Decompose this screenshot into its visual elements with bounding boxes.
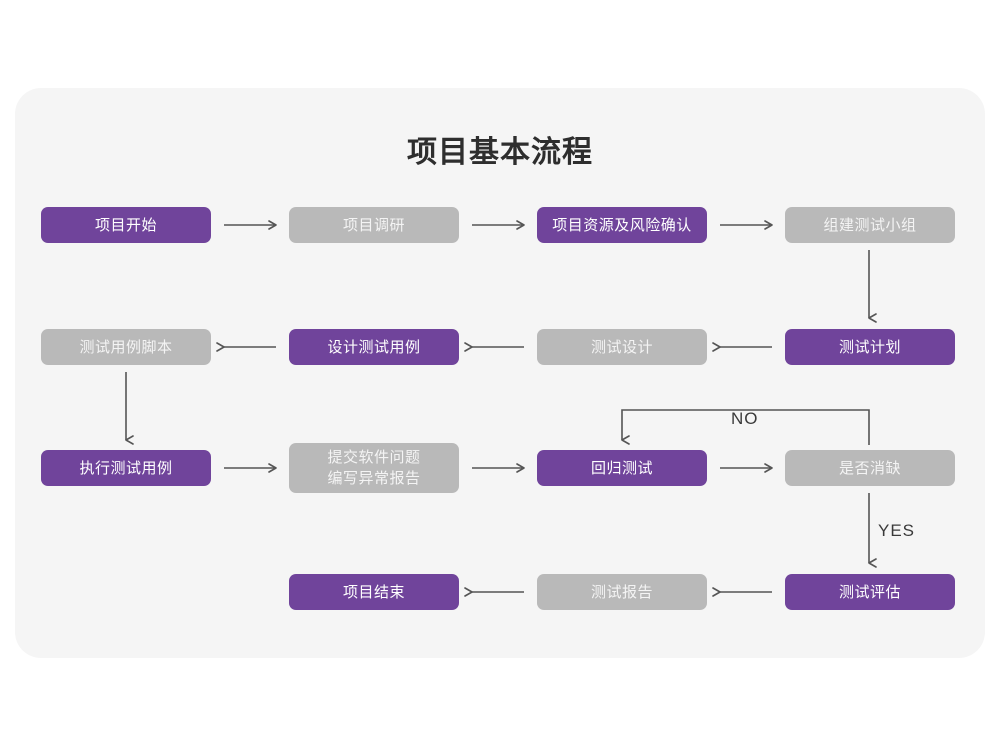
node-design-test-case[interactable]: 设计测试用例 — [289, 329, 459, 365]
node-defect-cleared[interactable]: 是否消缺 — [785, 450, 955, 486]
node-build-test-team[interactable]: 组建测试小组 — [785, 207, 955, 243]
node-resource-risk-confirm[interactable]: 项目资源及风险确认 — [537, 207, 707, 243]
content-card — [15, 88, 985, 658]
node-project-research[interactable]: 项目调研 — [289, 207, 459, 243]
node-project-end[interactable]: 项目结束 — [289, 574, 459, 610]
node-regression-test[interactable]: 回归测试 — [537, 450, 707, 486]
node-execute-test-case[interactable]: 执行测试用例 — [41, 450, 211, 486]
edge-label-no: NO — [731, 409, 759, 428]
node-submit-issue-report[interactable]: 提交软件问题 编写异常报告 — [289, 443, 459, 493]
node-test-report[interactable]: 测试报告 — [537, 574, 707, 610]
node-test-evaluation[interactable]: 测试评估 — [785, 574, 955, 610]
node-project-start[interactable]: 项目开始 — [41, 207, 211, 243]
edge-label-yes: YES — [878, 521, 916, 540]
node-test-plan[interactable]: 测试计划 — [785, 329, 955, 365]
node-test-case-script[interactable]: 测试用例脚本 — [41, 329, 211, 365]
page-title: 项目基本流程 — [407, 136, 593, 169]
node-test-design[interactable]: 测试设计 — [537, 329, 707, 365]
